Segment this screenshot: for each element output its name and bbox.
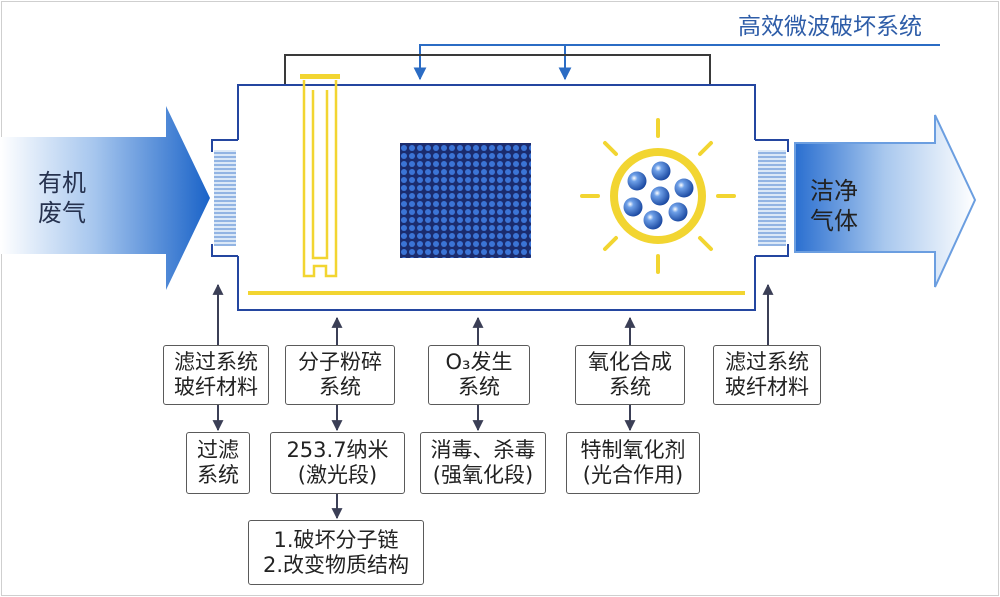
outlet-label-line2: 气体 (810, 207, 858, 235)
function-line2: (强氧化段) (432, 463, 534, 487)
outlet-label-line1: 洁净 (810, 177, 858, 205)
right-filter-mesh (758, 150, 786, 246)
outlet-label: 洁净 气体 (810, 176, 858, 236)
molecule-ball (643, 210, 663, 230)
right-filter-top-bracket (755, 139, 789, 152)
inlet-arrow (0, 106, 210, 290)
component-line2: 玻纤材料 (725, 375, 809, 399)
right-filter (755, 139, 789, 257)
component-line2: 系统 (319, 375, 361, 399)
function-laser-band: 253.7纳米 (激光段) (270, 432, 405, 494)
component-right-filter: 滤过系统 玻纤材料 (713, 345, 821, 405)
function-line1: 特制氧化剂 (580, 438, 686, 462)
microwave-feed-line (413, 44, 940, 81)
comb-inner (311, 90, 329, 260)
function-disinfection: 消毒、杀毒 (强氧化段) (420, 432, 546, 494)
function-special-oxidant: 特制氧化剂 (光合作用) (566, 432, 700, 494)
component-oxidation-synthesis: 氧化合成 系统 (575, 345, 685, 405)
component-line1: 分子粉碎 (298, 350, 382, 374)
molecule-ball (651, 161, 671, 181)
molecule-ball (668, 202, 688, 222)
molecule-ball (627, 171, 647, 191)
microwave-system-title: 高效微波破坏系统 (738, 14, 922, 40)
comb-outer (302, 80, 338, 278)
function-line1: 253.7纳米 (286, 438, 389, 462)
function-line1: 过滤 (197, 438, 239, 462)
sun-ray (603, 236, 618, 251)
molecule-ball (623, 197, 643, 217)
component-line1: 滤过系统 (725, 350, 809, 374)
sun-ray (698, 236, 713, 251)
component-left-filter: 滤过系统 玻纤材料 (163, 345, 269, 405)
comb-top-bar (300, 74, 340, 79)
component-line2: 系统 (458, 375, 500, 399)
effects-box: 1.破坏分子链 2.改变物质结构 (248, 520, 424, 585)
component-line1: 氧化合成 (588, 350, 672, 374)
chamber-outline (237, 84, 756, 311)
component-line2: 系统 (609, 375, 651, 399)
laser-comb-element (300, 74, 340, 278)
component-ozone-generator: O₃发生 系统 (428, 345, 530, 405)
function-line1: 消毒、杀毒 (430, 438, 536, 462)
molecule-ball (674, 178, 694, 198)
function-line2: 系统 (197, 463, 239, 487)
top-bracket (284, 54, 711, 85)
function-line2: (激光段) (297, 463, 378, 487)
function-line2: (光合作用) (582, 463, 684, 487)
inlet-label-line2: 废气 (38, 199, 86, 227)
component-line1: O₃发生 (445, 350, 513, 374)
inlet-label-line1: 有机 (38, 169, 86, 197)
oxidation-sun-element (580, 118, 736, 274)
ozone-generator-grid (400, 143, 531, 258)
effects-line1: 1.破坏分子链 (273, 527, 399, 552)
left-filter-mesh (214, 150, 236, 246)
sun-ray (698, 141, 713, 156)
effects-line2: 2.改变物质结构 (262, 552, 410, 577)
inlet-label: 有机 废气 (38, 168, 86, 228)
component-molecular-crusher: 分子粉碎 系统 (285, 345, 395, 405)
left-filter (211, 139, 238, 257)
function-filter-system: 过滤 系统 (186, 432, 250, 494)
left-filter-top-bracket (211, 139, 238, 152)
component-line1: 滤过系统 (174, 350, 258, 374)
right-filter-bottom-bracket (755, 244, 789, 257)
outlet-arrow (794, 114, 977, 288)
molecule-ball (650, 186, 670, 206)
left-filter-bottom-bracket (211, 244, 238, 257)
component-line2: 玻纤材料 (174, 375, 258, 399)
sun-ray (603, 141, 618, 156)
